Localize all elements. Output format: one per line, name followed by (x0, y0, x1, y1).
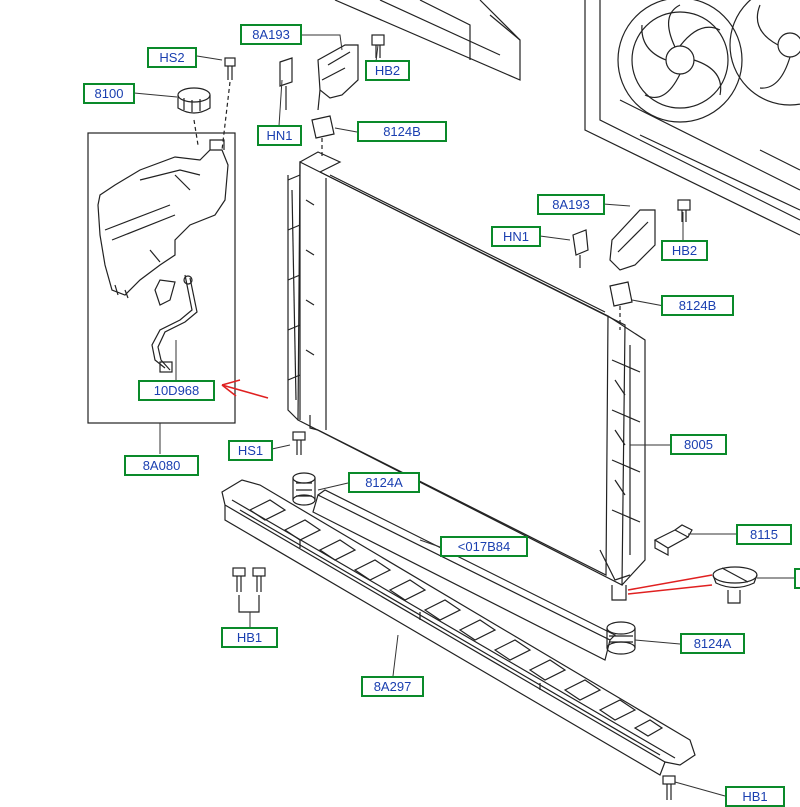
upper-left-bracket-drawing (279, 34, 385, 158)
label-hn1-top: HN1 (257, 125, 302, 146)
red-arrows (221, 379, 713, 595)
label-8115: 8115 (736, 524, 792, 545)
label-8124b-top: 8124B (357, 121, 447, 142)
upper-right-bracket-drawing (572, 199, 691, 330)
lower-left-mount-drawing (292, 472, 316, 506)
label-10d968: 10D968 (138, 380, 215, 401)
label-8100: 8100 (83, 83, 135, 104)
radiator-drawing (287, 151, 646, 601)
temperature-sensor-drawing (653, 524, 693, 557)
label-8124a-top: 8124A (348, 472, 420, 493)
label-8a193-top: 8A193 (240, 24, 302, 45)
reservoir-cap-drawing (177, 87, 211, 146)
label-8a080: 8A080 (124, 455, 199, 476)
label-hn1-right: HN1 (491, 226, 541, 247)
label-hs1: HS1 (228, 440, 273, 461)
label-8a193-right: 8A193 (537, 194, 605, 215)
reservoir-group-box (87, 132, 236, 424)
coolant-reservoir-drawing (97, 139, 229, 373)
label-017b84: <017B84 (440, 536, 528, 557)
label-8005: 8005 (670, 434, 727, 455)
label-hb2-top: HB2 (365, 60, 410, 81)
hb1-bottom-bolt-drawing (662, 775, 676, 800)
label-hb1-bottom: HB1 (725, 786, 785, 807)
drain-plug-drawing (712, 566, 758, 604)
lower-right-mount-drawing (606, 621, 636, 655)
leader-lines (133, 34, 796, 797)
fan-shroud-drawing (334, 0, 800, 236)
lower-crossmember-drawing (221, 479, 696, 776)
seal-strip-drawing (312, 489, 617, 661)
label-cut-off-right (794, 568, 800, 589)
hb1-left-bolts-drawing (232, 567, 266, 613)
hs2-bolt-drawing (221, 57, 236, 151)
label-hb2-right: HB2 (661, 240, 708, 261)
label-hb1-left: HB1 (221, 627, 278, 648)
label-8a297: 8A297 (361, 676, 424, 697)
label-hs2: HS2 (147, 47, 197, 68)
hs1-bolt-drawing (292, 431, 306, 455)
label-8124b-right: 8124B (661, 295, 734, 316)
label-8124a-bottom: 8124A (680, 633, 745, 654)
